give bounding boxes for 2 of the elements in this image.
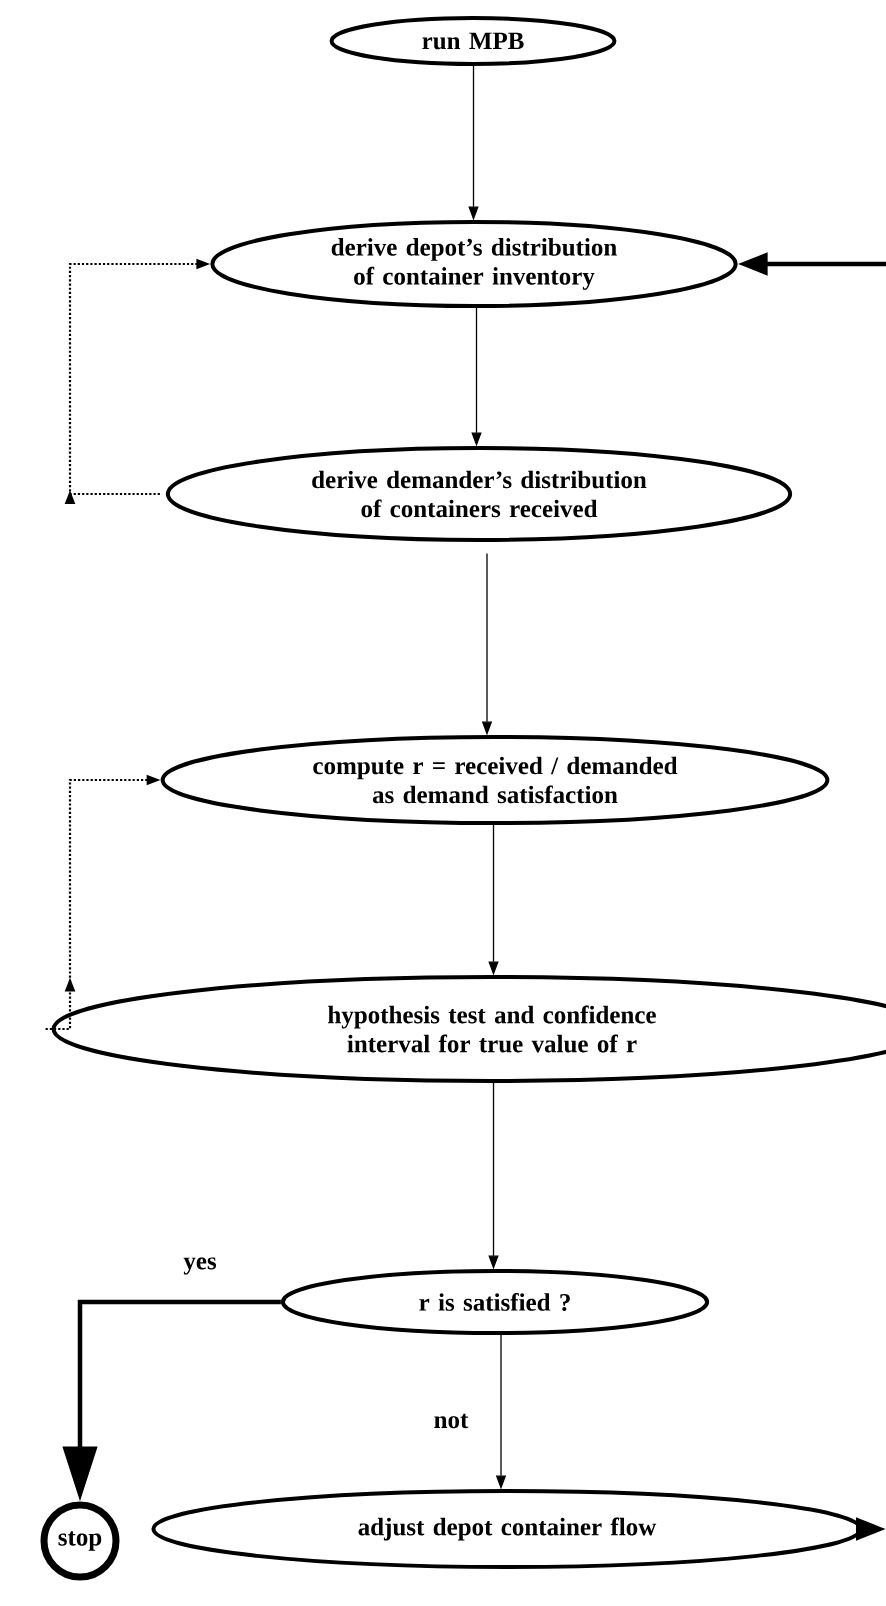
edge-label: yes xyxy=(181,1255,219,1277)
edge-label: not xyxy=(431,1411,471,1431)
